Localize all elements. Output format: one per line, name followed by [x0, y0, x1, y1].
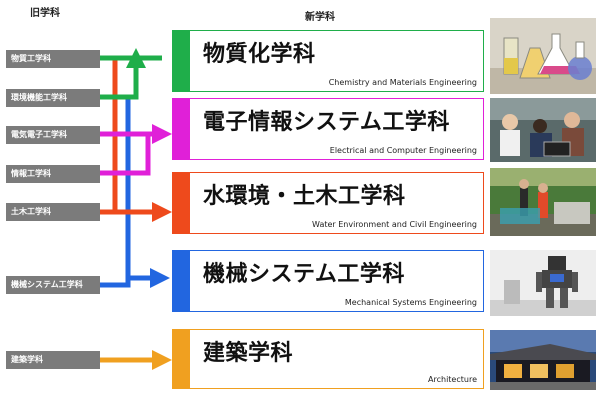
- building-exterior-photo: [490, 330, 596, 390]
- new-departments-header: 新学科: [305, 12, 335, 23]
- humanoid-robot-photo: [490, 250, 596, 316]
- new-dept-water-civil-jp: 水環境・土木工学科: [203, 184, 406, 209]
- old-dept-materials: 物質工学科: [6, 50, 100, 68]
- new-dept-mechanical-jp: 機械システム工学科: [203, 262, 405, 287]
- new-dept-architecture-jp: 建築学科: [203, 341, 294, 366]
- new-dept-chemistry: 物質化学科 Chemistry and Materials Engineerin…: [172, 30, 484, 92]
- new-dept-electronic-jp: 電子情報システム工学科: [203, 110, 450, 135]
- new-dept-electronic: 電子情報システム工学科 Electrical and Computer Engi…: [172, 98, 484, 160]
- old-dept-civil: 土木工学科: [6, 203, 100, 221]
- old-dept-information: 情報工学科: [6, 165, 100, 183]
- lab-glassware-photo: [490, 18, 596, 94]
- new-dept-architecture: 建築学科 Architecture: [172, 329, 484, 389]
- new-dept-architecture-en: Architecture: [428, 375, 477, 384]
- old-dept-mechanical: 機械システム工学科: [6, 276, 100, 294]
- old-dept-electrical: 電気電子工学科: [6, 126, 100, 144]
- new-dept-water-civil-en: Water Environment and Civil Engineering: [312, 220, 477, 229]
- new-dept-mechanical: 機械システム工学科 Mechanical Systems Engineering: [172, 250, 484, 312]
- new-dept-mechanical-en: Mechanical Systems Engineering: [344, 298, 477, 307]
- arrow-magenta: [100, 134, 162, 176]
- new-dept-electronic-en: Electrical and Computer Engineering: [329, 146, 477, 155]
- new-dept-chemistry-en: Chemistry and Materials Engineering: [328, 78, 477, 87]
- new-dept-chemistry-jp: 物質化学科: [203, 42, 316, 67]
- field-experiment-photo: [490, 168, 596, 236]
- arrow-green: [100, 58, 162, 100]
- old-dept-environment: 環境機能工学科: [6, 89, 100, 107]
- new-dept-water-civil: 水環境・土木工学科 Water Environment and Civil En…: [172, 172, 484, 234]
- arrow-blue: [100, 94, 160, 285]
- old-departments-header: 旧学科: [30, 8, 60, 19]
- students-computers-photo: [490, 98, 596, 162]
- old-dept-architecture: 建築学科: [6, 351, 100, 369]
